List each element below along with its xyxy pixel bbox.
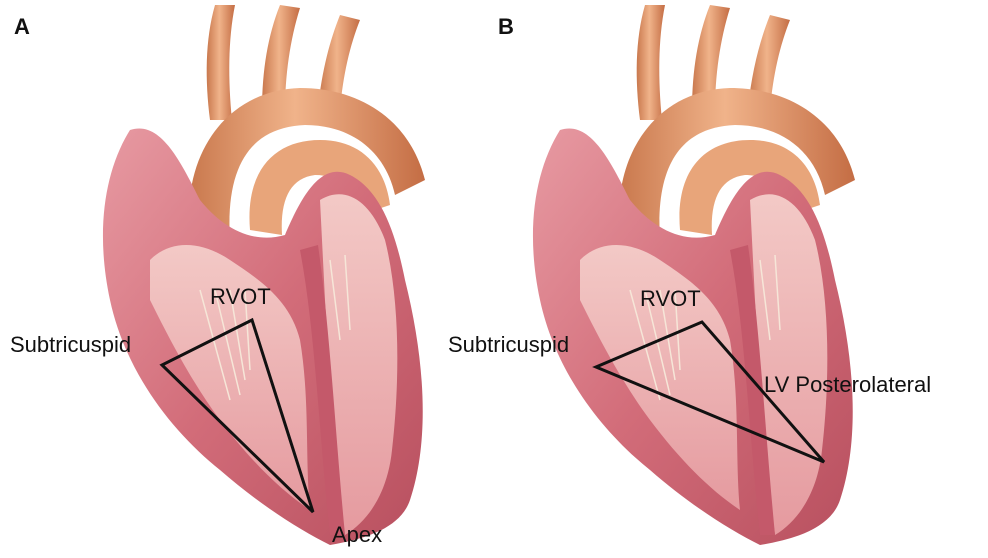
arch-branch-1 xyxy=(637,5,665,120)
label-subtricuspid-a: Subtricuspid xyxy=(10,334,131,356)
heart-illustration-b xyxy=(494,0,988,558)
label-lv-posterolateral-b: LV Posterolateral xyxy=(764,374,931,396)
label-rvot-b: RVOT xyxy=(640,288,701,310)
label-rvot-a: RVOT xyxy=(210,286,271,308)
label-subtricuspid-b: Subtricuspid xyxy=(448,334,569,356)
panel-letter-a: A xyxy=(14,14,30,40)
panel-letter-b: B xyxy=(498,14,514,40)
label-apex-a: Apex xyxy=(332,524,382,546)
panel-a: A RVOT Subtricuspid Apex xyxy=(0,0,494,558)
heart-illustration-a xyxy=(0,0,494,558)
arch-branch-1 xyxy=(207,5,235,120)
panel-b: B RVOT Subtricuspid LV Posterolateral xyxy=(494,0,988,558)
